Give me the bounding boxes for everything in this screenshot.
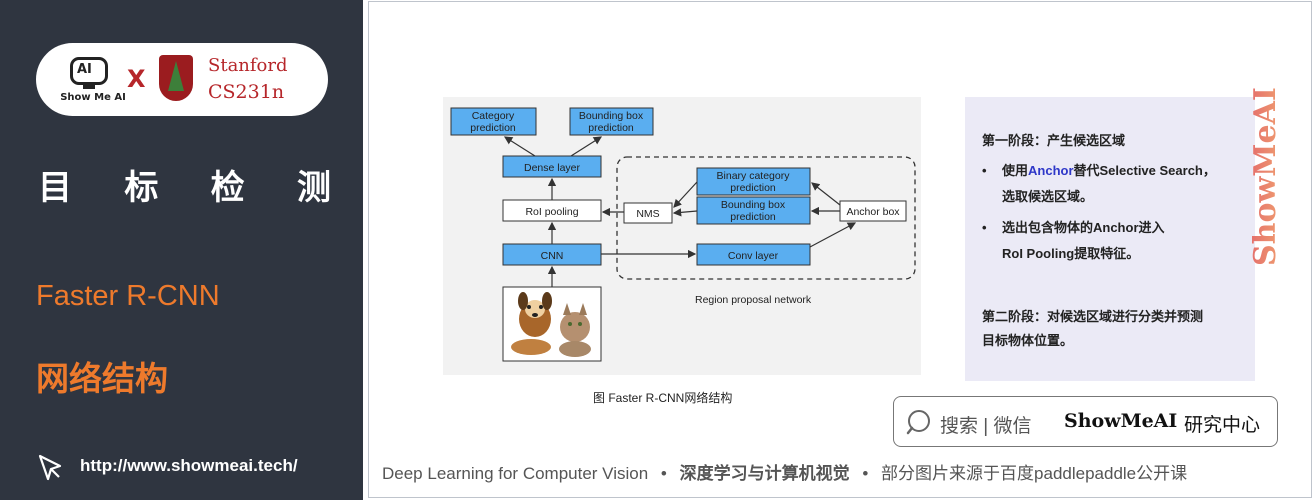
footer-course-cn: 深度学习与计算机视觉 bbox=[679, 464, 850, 483]
node-label: prediction bbox=[730, 182, 776, 194]
robot-icon-stand bbox=[83, 85, 95, 89]
faster-rcnn-diagram: Region proposal network Category predict… bbox=[450, 107, 916, 362]
node-label: prediction bbox=[470, 122, 516, 134]
arrow-anchor-to-binary bbox=[811, 182, 841, 206]
left-sidebar: AI Show Me AI X Stanford CS231n 目 标 检 测 … bbox=[0, 0, 363, 500]
node-label: Conv layer bbox=[728, 250, 779, 262]
logo-banner: AI Show Me AI X Stanford CS231n bbox=[36, 43, 328, 116]
node-label: CNN bbox=[541, 250, 564, 262]
bullet-item: • 选出包含物体的Anchor进入 bbox=[982, 218, 1255, 237]
footer-source-note: 部分图片来源于百度paddlepaddle公开课 bbox=[881, 464, 1188, 483]
bullet-text: 使用 bbox=[1002, 163, 1029, 178]
node-label: Binary category bbox=[717, 170, 791, 182]
node-label: Category bbox=[472, 110, 515, 122]
category-prediction-node bbox=[450, 107, 537, 136]
footer-course-en: Deep Learning for Computer Vision bbox=[382, 464, 649, 483]
node-label: Bounding box bbox=[579, 110, 644, 122]
node-label: prediction bbox=[588, 122, 634, 134]
title-char: 测 bbox=[296, 169, 333, 207]
website-link[interactable]: http://www.showmeai.tech/ bbox=[80, 456, 298, 475]
stage1-title: 第一阶段：产生候选区域 bbox=[982, 133, 1126, 148]
input-image bbox=[502, 286, 602, 362]
stage2-continuation: 目标物体位置。 bbox=[982, 333, 1074, 348]
bullet-continuation: 选取候选区域。 bbox=[1002, 189, 1094, 204]
stanford-tree-icon bbox=[159, 55, 193, 101]
search-icon bbox=[906, 410, 930, 435]
search-brand: ShowMeAI bbox=[1064, 410, 1178, 432]
wechat-search-banner: 搜索 | 微信 ShowMeAI 研究中心 bbox=[893, 396, 1278, 447]
slide-frame bbox=[368, 1, 1312, 498]
stage2-title: 第二阶段：对候选区域进行分类并预测 bbox=[982, 309, 1204, 324]
figure-caption: 图 Faster R-CNN网络结构 bbox=[593, 391, 733, 405]
title-char: 目 bbox=[38, 169, 74, 207]
conv-layer-node bbox=[696, 243, 811, 266]
showmeai-robot-icon: AI bbox=[70, 57, 108, 85]
node-label: RoI pooling bbox=[525, 206, 578, 218]
bullet-text: 替代Selective Search， bbox=[1073, 163, 1216, 178]
arrow-rpnbbox-to-nms bbox=[672, 208, 698, 217]
arrow-dense-to-category bbox=[503, 136, 536, 157]
arrow-dense-to-bbox bbox=[570, 136, 603, 157]
binary-category-node bbox=[696, 167, 811, 196]
footer-separator: • bbox=[660, 464, 667, 483]
title-char: 标 bbox=[124, 169, 161, 207]
footer-separator: • bbox=[862, 464, 869, 483]
anchor-keyword: Anchor bbox=[1028, 163, 1074, 178]
node-label: prediction bbox=[730, 211, 776, 223]
node-label: NMS bbox=[636, 208, 659, 220]
rpn-region-box bbox=[616, 156, 916, 280]
title-char: 检 bbox=[210, 169, 247, 207]
bbox-prediction-node bbox=[569, 107, 654, 136]
bullet-item: • 使用Anchor替代Selective Search， bbox=[982, 161, 1255, 180]
svg-text:ShowMeAI: ShowMeAI bbox=[1248, 87, 1283, 266]
tree-shape bbox=[168, 61, 184, 91]
bullet-dot: • bbox=[982, 220, 987, 235]
search-label: 搜索 | 微信 bbox=[940, 416, 1032, 437]
section-title: 目 标 检 测 bbox=[38, 160, 333, 209]
node-label: Bounding box bbox=[721, 199, 786, 211]
showmeai-vertical-watermark: ShowMeAI bbox=[1248, 87, 1283, 266]
bullet-dot: • bbox=[982, 163, 987, 178]
cursor-click-icon bbox=[38, 454, 62, 481]
search-center-label: 研究中心 bbox=[1184, 415, 1261, 436]
info-panel: 第一阶段：产生候选区域 • 使用Anchor替代Selective Search，… bbox=[965, 97, 1255, 381]
collab-x-mark: X bbox=[127, 65, 146, 93]
rpn-label: Region proposal network bbox=[695, 294, 812, 306]
bullet-text: 选出包含物体的Anchor进入 bbox=[1002, 220, 1165, 235]
arrow-conv-to-anchor bbox=[809, 222, 857, 248]
subtitle-model-name: Faster R-CNN bbox=[36, 280, 220, 312]
rpn-bbox-prediction-node bbox=[696, 196, 811, 225]
showmeai-logo-label: Show Me AI bbox=[60, 92, 126, 103]
robot-icon-text: AI bbox=[77, 62, 92, 77]
subtitle-topic: 网络结构 bbox=[36, 360, 168, 397]
course-code-label: CS231n bbox=[208, 81, 285, 103]
node-label: Dense layer bbox=[524, 162, 581, 174]
dense-layer-node bbox=[502, 155, 602, 178]
node-label: Anchor box bbox=[846, 206, 900, 218]
bullet-continuation: RoI Pooling提取特征。 bbox=[1002, 246, 1140, 261]
stanford-label: Stanford bbox=[208, 55, 288, 76]
slide-footer: Deep Learning for Computer Vision • 深度学习… bbox=[382, 459, 1187, 484]
arrow-binary-to-nms bbox=[673, 181, 698, 208]
nms-node bbox=[623, 202, 673, 224]
